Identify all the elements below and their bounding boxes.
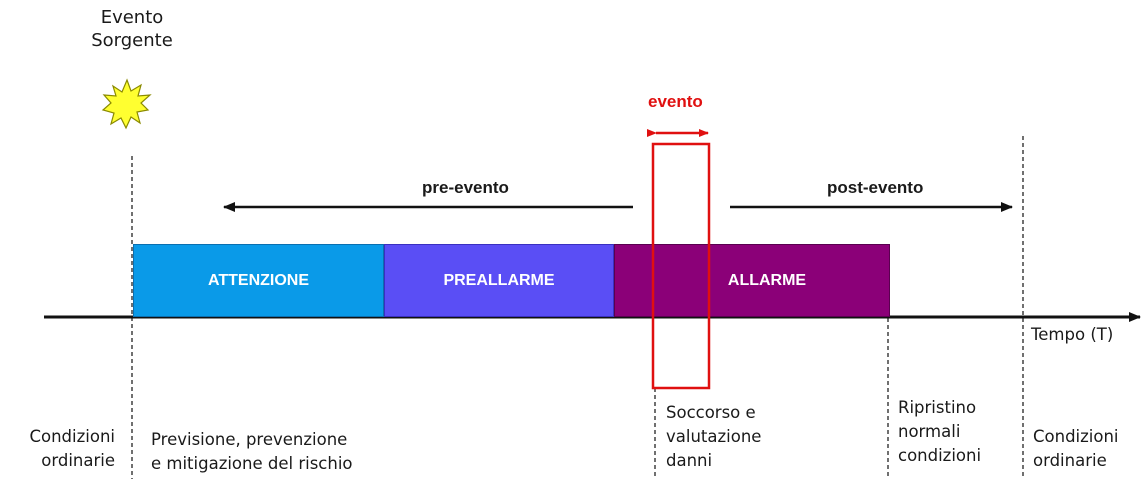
- phase-attenzione-label: ATTENZIONE: [207, 271, 310, 289]
- rescue-label: Soccorso e valutazione danni: [666, 401, 761, 473]
- ordinary-conditions-right: Condizioni ordinarie: [1033, 425, 1119, 473]
- restore-line-1: Ripristino: [898, 398, 977, 417]
- post-event-label: post-evento: [827, 178, 924, 197]
- rescue-line-3: danni: [666, 450, 713, 470]
- prevention-label: Previsione, prevenzione e mitigazione de…: [151, 428, 353, 476]
- source-event-line-2: Sorgente: [91, 30, 173, 52]
- pre-event-label: pre-evento: [422, 178, 509, 197]
- ordinary-conditions-left: Condizioni ordinarie: [10, 425, 115, 473]
- restore-line-3: condizioni: [898, 445, 982, 465]
- phase-preallarme-label: PREALLARME: [443, 271, 555, 289]
- ordinary-left-line-2: ordinarie: [41, 450, 115, 470]
- ordinary-right-line-1: Condizioni: [1033, 427, 1119, 446]
- event-label: evento: [648, 92, 703, 111]
- starburst-icon: [101, 78, 152, 130]
- prevention-line-2: e mitigazione del rischio: [151, 453, 353, 473]
- source-event-label: Evento Sorgente: [88, 6, 176, 53]
- time-axis-label: Tempo (T): [1031, 325, 1114, 344]
- phase-preallarme: PREALLARME: [384, 244, 614, 317]
- phase-allarme-label: ALLARME: [727, 271, 807, 289]
- phase-attenzione: ATTENZIONE: [133, 244, 384, 317]
- ordinary-left-line-1: Condizioni: [29, 427, 115, 446]
- phase-allarme: ALLARME: [614, 244, 890, 317]
- rescue-line-2: valutazione: [666, 426, 762, 446]
- restore-line-2: normali: [898, 421, 961, 441]
- ordinary-right-line-2: ordinarie: [1033, 450, 1107, 470]
- source-event-line-1: Evento: [100, 7, 164, 28]
- prevention-line-1: Previsione, prevenzione: [151, 430, 348, 449]
- rescue-line-1: Soccorso e: [666, 403, 756, 422]
- restore-label: Ripristino normali condizioni: [898, 396, 981, 468]
